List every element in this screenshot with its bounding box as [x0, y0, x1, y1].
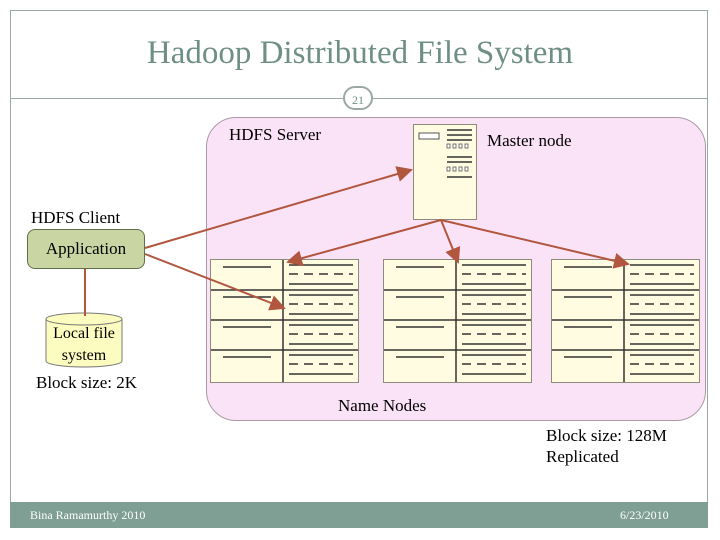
local-file-system-cylinder — [45, 312, 123, 368]
hdfs-client-label: HDFS Client — [31, 208, 121, 227]
page-number: 21 — [343, 86, 373, 110]
application-box: Application — [27, 229, 145, 269]
master-node-label: Master node — [487, 131, 572, 150]
local-file-system-label: Local file system — [30, 323, 138, 367]
data-node-rack-3 — [551, 259, 700, 383]
name-nodes-label: Name Nodes — [338, 396, 427, 415]
title-divider-left — [10, 98, 343, 99]
footer-bar — [10, 502, 708, 528]
master-to-rack-3-arrow — [440, 219, 630, 269]
local-fs-line-1: Local file — [53, 325, 115, 342]
local-fs-line-2: system — [61, 347, 107, 364]
master-to-rack-2-arrow — [440, 219, 461, 264]
data-node-rack-2 — [383, 259, 532, 383]
slide-title: Hadoop Distributed File System — [146, 35, 574, 71]
replicated-label: Replicated — [546, 447, 619, 466]
master-node-server-icon — [413, 124, 477, 220]
footer-author: Bina Ramamurthy 2010 — [30, 508, 146, 522]
title-divider-right — [373, 98, 708, 99]
footer-date: 6/23/2010 — [620, 508, 669, 522]
server-block-size: Block size: 128M — [546, 426, 667, 445]
hdfs-server-label: HDFS Server — [229, 125, 322, 144]
client-block-size: Block size: 2K — [36, 373, 138, 392]
master-to-rack-1-arrow — [286, 219, 442, 267]
client-to-rack-arrow — [144, 253, 286, 311]
client-to-master-arrow — [144, 166, 413, 249]
data-node-rack-1 — [210, 259, 359, 383]
